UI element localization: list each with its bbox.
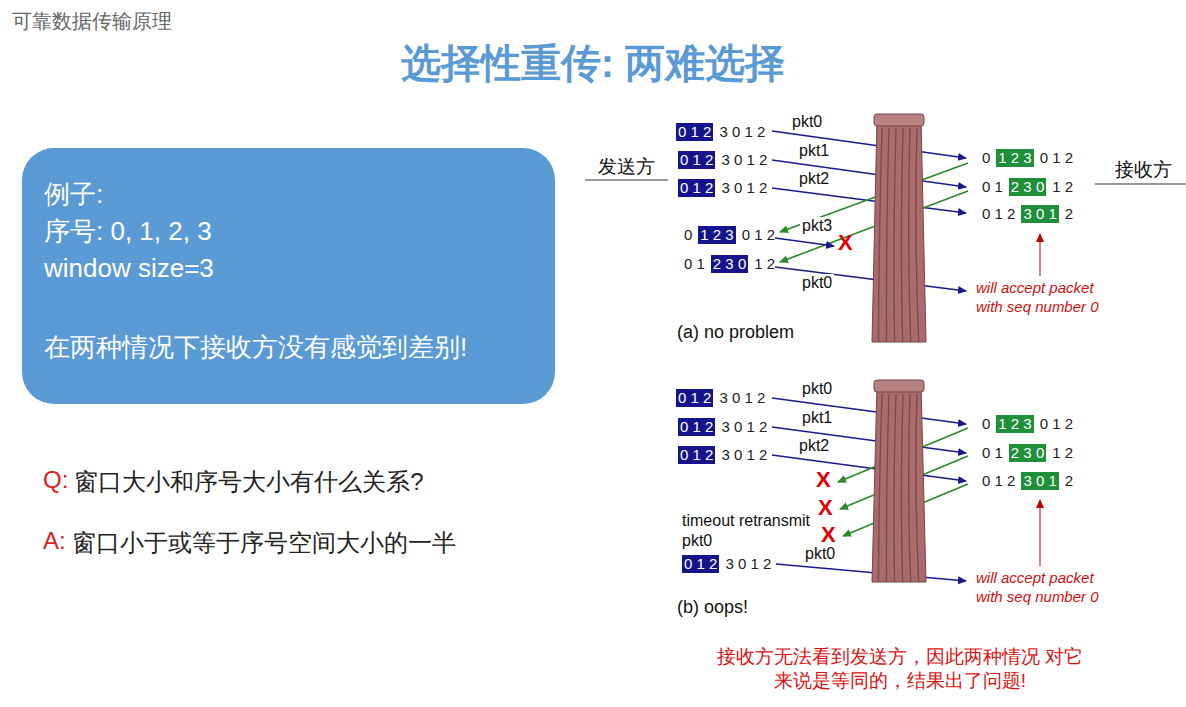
curtain-fold (886, 394, 889, 582)
curtain-fold (878, 394, 882, 582)
seq-numbers: 3 0 1 2 (717, 123, 767, 141)
curtain-fold (916, 128, 919, 342)
packet-label: pkt0 (800, 380, 834, 398)
packet-label: pkt2 (797, 437, 831, 455)
seq-numbers: 0 1 (682, 255, 707, 273)
loss-mark: X (816, 467, 831, 493)
seq-numbers: 3 0 1 2 (719, 446, 769, 464)
packet-label: pkt3 (800, 217, 834, 235)
curtain-fold (886, 128, 889, 342)
case-caption: (b) oops! (677, 597, 748, 618)
curtain (872, 380, 926, 582)
window-seq: 3 0 1 (1021, 472, 1058, 490)
curtain-cloth (872, 384, 926, 582)
packet-label: pkt1 (797, 142, 831, 160)
box-text: window size=3 (44, 250, 533, 287)
seq-numbers: 0 (980, 149, 992, 167)
message-arrow (772, 455, 966, 481)
conclusion-note: 接收方无法看到发送方，因此两种情况 对它来说是等同的，结果出了问题! (715, 645, 1085, 693)
curtain-fold (894, 394, 896, 582)
window-seq: 1 2 3 (698, 226, 735, 244)
seq-numbers: 2 (1063, 205, 1075, 223)
side-rule (1095, 183, 1186, 184)
window-seq: 0 1 2 (678, 179, 715, 197)
window-seq: 2 3 0 (1009, 178, 1046, 196)
question-text: 窗口大小和序号大小有什么关系? (74, 466, 423, 498)
curtain-fold (909, 394, 911, 582)
message-arrow (775, 267, 966, 291)
curtain-fold (901, 394, 903, 582)
window-seq: 3 0 1 (1021, 205, 1058, 223)
accept-note: will accept packet with seq number 0 (976, 568, 1116, 606)
message-arrow (776, 564, 966, 581)
loss-mark: X (818, 495, 833, 521)
case-caption: (a) no problem (677, 322, 794, 343)
curtain (872, 114, 926, 342)
seq-numbers: 3 0 1 2 (719, 151, 769, 169)
sender-label: 发送方 (598, 154, 655, 180)
curtain-fold (894, 128, 896, 342)
message-arrow (772, 188, 966, 213)
seq-numbers: 3 0 1 2 (723, 555, 773, 573)
seq-numbers: 1 2 (1050, 178, 1075, 196)
message-arrow (1040, 234, 1041, 276)
curtain-fold (916, 394, 919, 582)
packet-label: pkt2 (797, 170, 831, 188)
loss-mark: X (838, 230, 853, 256)
seq-numbers: 0 1 2 (740, 226, 777, 244)
seq-numbers: 0 1 2 (1038, 149, 1075, 167)
seq-numbers: 3 0 1 2 (719, 418, 769, 436)
receiver-label: 接收方 (1115, 157, 1172, 183)
window-seq: 1 2 3 (996, 149, 1033, 167)
seq-numbers: 0 1 (980, 178, 1005, 196)
message-arrow (1040, 500, 1041, 566)
packet-label: pkt0 (790, 113, 824, 131)
seq-numbers: 1 2 (752, 255, 777, 273)
curtain-valance (874, 380, 924, 392)
seq-numbers: 2 (1063, 472, 1075, 490)
window-seq: 1 2 3 (996, 415, 1033, 433)
curtain-cloth (872, 118, 926, 342)
seq-numbers: 0 1 2 (980, 205, 1017, 223)
curtain-fold (878, 128, 882, 342)
seq-numbers: 0 1 2 (980, 472, 1017, 490)
box-text: 例子: (44, 176, 533, 213)
curtain-fold (901, 128, 903, 342)
seq-numbers: 0 1 (980, 444, 1005, 462)
answer-mark: A: (43, 527, 66, 555)
seq-numbers: 3 0 1 2 (719, 179, 769, 197)
box-text: 在两种情况下接收方没有感觉到差别! (44, 329, 533, 366)
box-text: 序号: 0, 1, 2, 3 (44, 213, 533, 250)
window-seq: 0 1 2 (678, 151, 715, 169)
window-seq: 0 1 2 (678, 418, 715, 436)
window-seq: 0 1 2 (676, 123, 713, 141)
window-seq: 2 3 0 (711, 255, 748, 273)
packet-label: pkt1 (800, 409, 834, 427)
seq-numbers: 3 0 1 2 (717, 389, 767, 407)
slide-title: 选择性重传: 两难选择 (0, 36, 1186, 91)
packet-label: pkt0 (803, 545, 837, 563)
curtain-fold (909, 128, 911, 342)
question-mark: Q: (43, 466, 68, 494)
message-arrow (772, 160, 966, 187)
seq-numbers: 0 (980, 415, 992, 433)
window-seq: 2 3 0 (1009, 444, 1046, 462)
packet-label: pkt0 (800, 274, 834, 292)
seq-numbers: 1 2 (1050, 444, 1075, 462)
message-arrow (775, 238, 834, 246)
seq-numbers: 0 1 2 (1038, 415, 1075, 433)
example-box: 例子:序号: 0, 1, 2, 3window size=3 在两种情况下接收方没… (22, 148, 555, 404)
window-seq: 0 1 2 (682, 555, 719, 573)
answer-text: 窗口小于或等于序号空间大小的一半 (72, 527, 456, 559)
side-rule (585, 179, 668, 180)
section-header: 可靠数据传输原理 (12, 8, 172, 35)
window-seq: 0 1 2 (678, 446, 715, 464)
window-seq: 0 1 2 (676, 389, 713, 407)
seq-numbers: 0 (682, 226, 694, 244)
curtain-valance (874, 114, 924, 126)
accept-note: will accept packet with seq number 0 (976, 278, 1116, 316)
timeout-note: timeout retransmit pkt0 (682, 511, 817, 551)
